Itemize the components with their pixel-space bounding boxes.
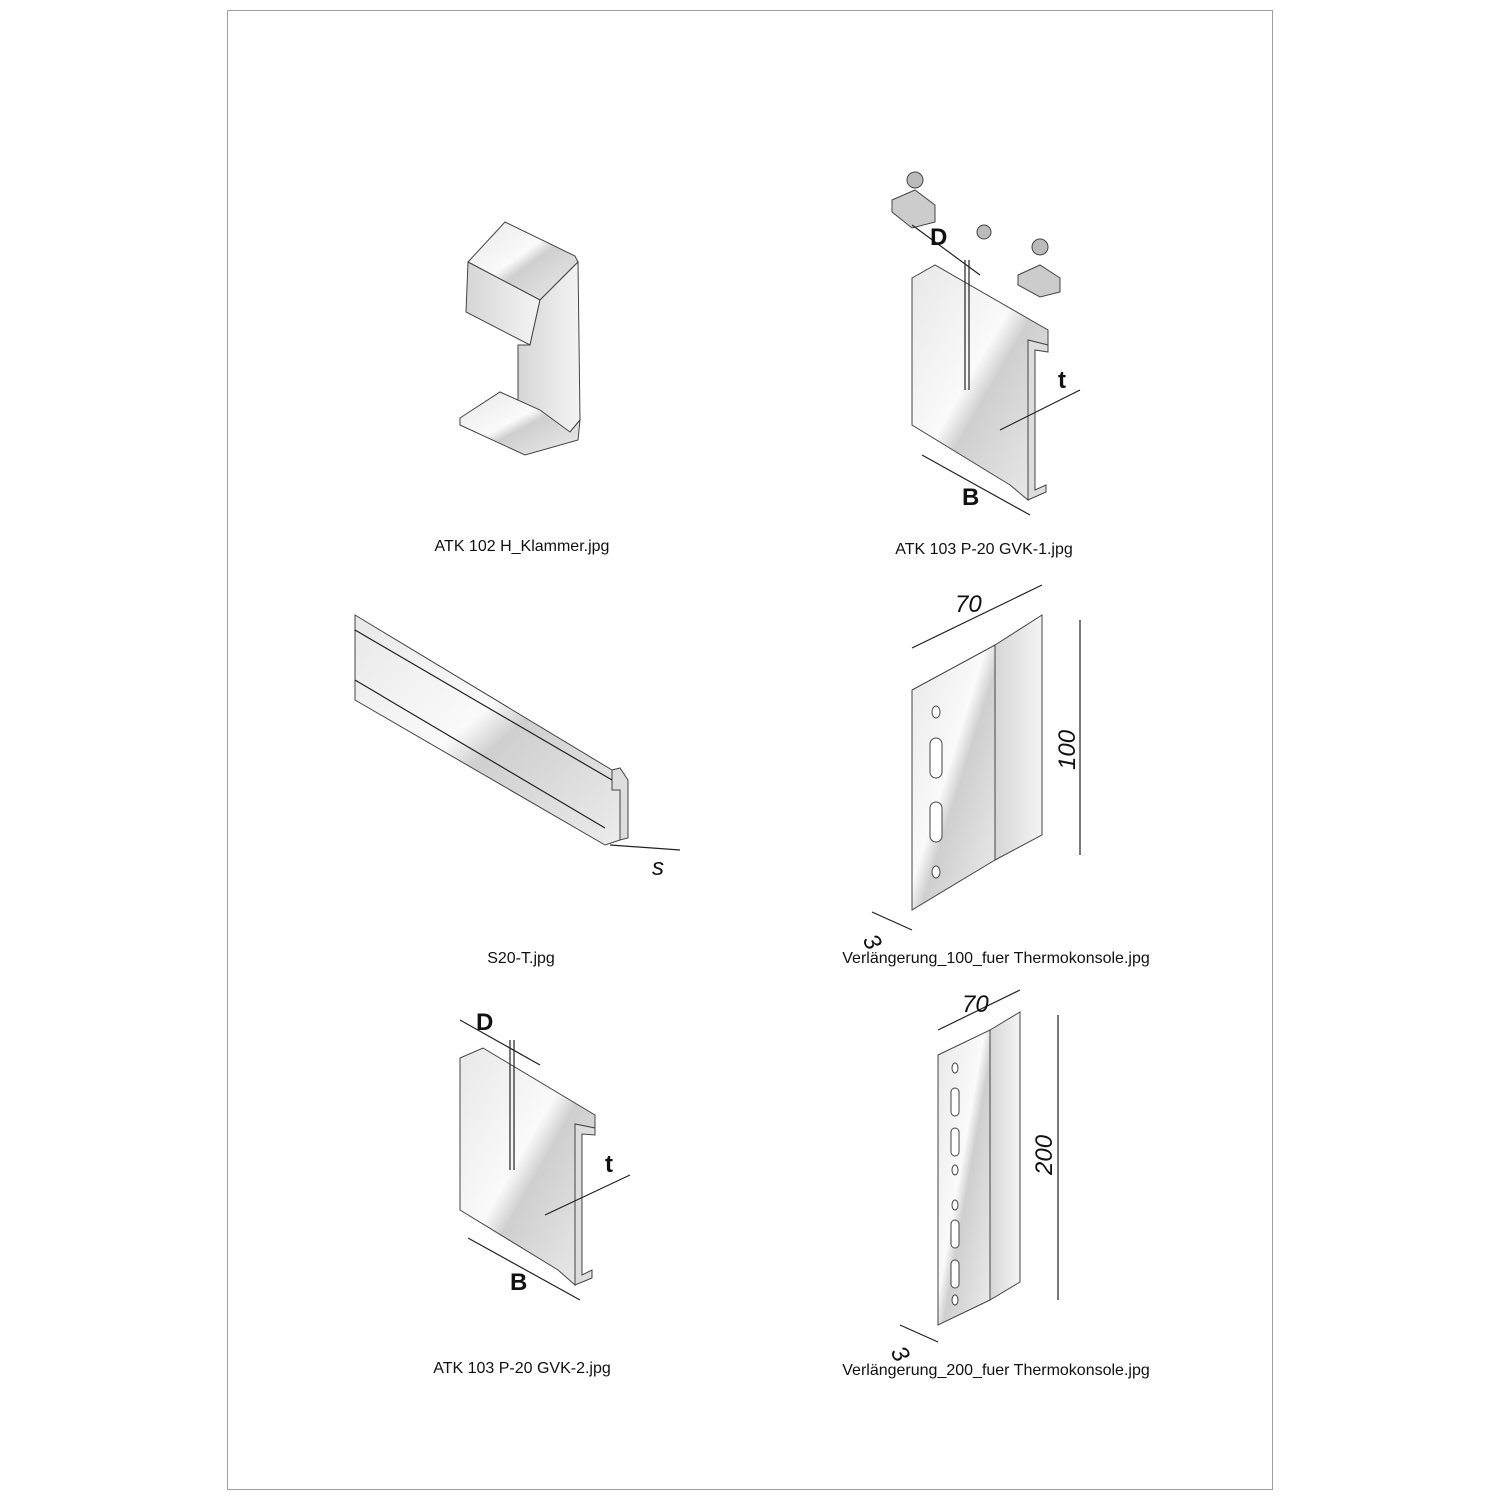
caption-gvk-2: ATK 103 P-20 GVK-2.jpg (433, 1360, 611, 1377)
gvk1-drawing: D t B (891, 171, 1081, 516)
dim-b-label: B (510, 1269, 527, 1296)
dim-t-label: t (1058, 367, 1066, 394)
gvk2-drawing: D t B (459, 1009, 631, 1301)
dim-height-label: 200 (1031, 1134, 1058, 1176)
caption-gvk-1: ATK 103 P-20 GVK-1.jpg (895, 541, 1073, 558)
catalog-page (227, 10, 1273, 1490)
dim-b-label: B (962, 484, 979, 511)
dim-s-label: s (652, 854, 664, 881)
dim-t-label: t (605, 1151, 613, 1178)
dim-width-label: 70 (955, 591, 982, 618)
clip-drawing (459, 221, 581, 456)
rail-drawing: s (354, 614, 681, 881)
extension-200-drawing: 70 200 3 (885, 989, 1059, 1367)
caption-verlaengerung-100: Verlängerung_100_fuer Thermokonsole.jpg (842, 950, 1150, 967)
dim-d-label: D (930, 224, 947, 251)
extension-100-drawing: 70 100 3 (857, 584, 1081, 955)
caption-s20-t: S20-T.jpg (487, 950, 555, 967)
caption-h-klammer: ATK 102 H_Klammer.jpg (434, 538, 610, 555)
caption-verlaengerung-200: Verlängerung_200_fuer Thermokonsole.jpg (842, 1362, 1150, 1379)
dim-height-label: 100 (1054, 729, 1081, 770)
dim-d-label: D (476, 1009, 493, 1036)
dim-width-label: 70 (962, 991, 989, 1018)
